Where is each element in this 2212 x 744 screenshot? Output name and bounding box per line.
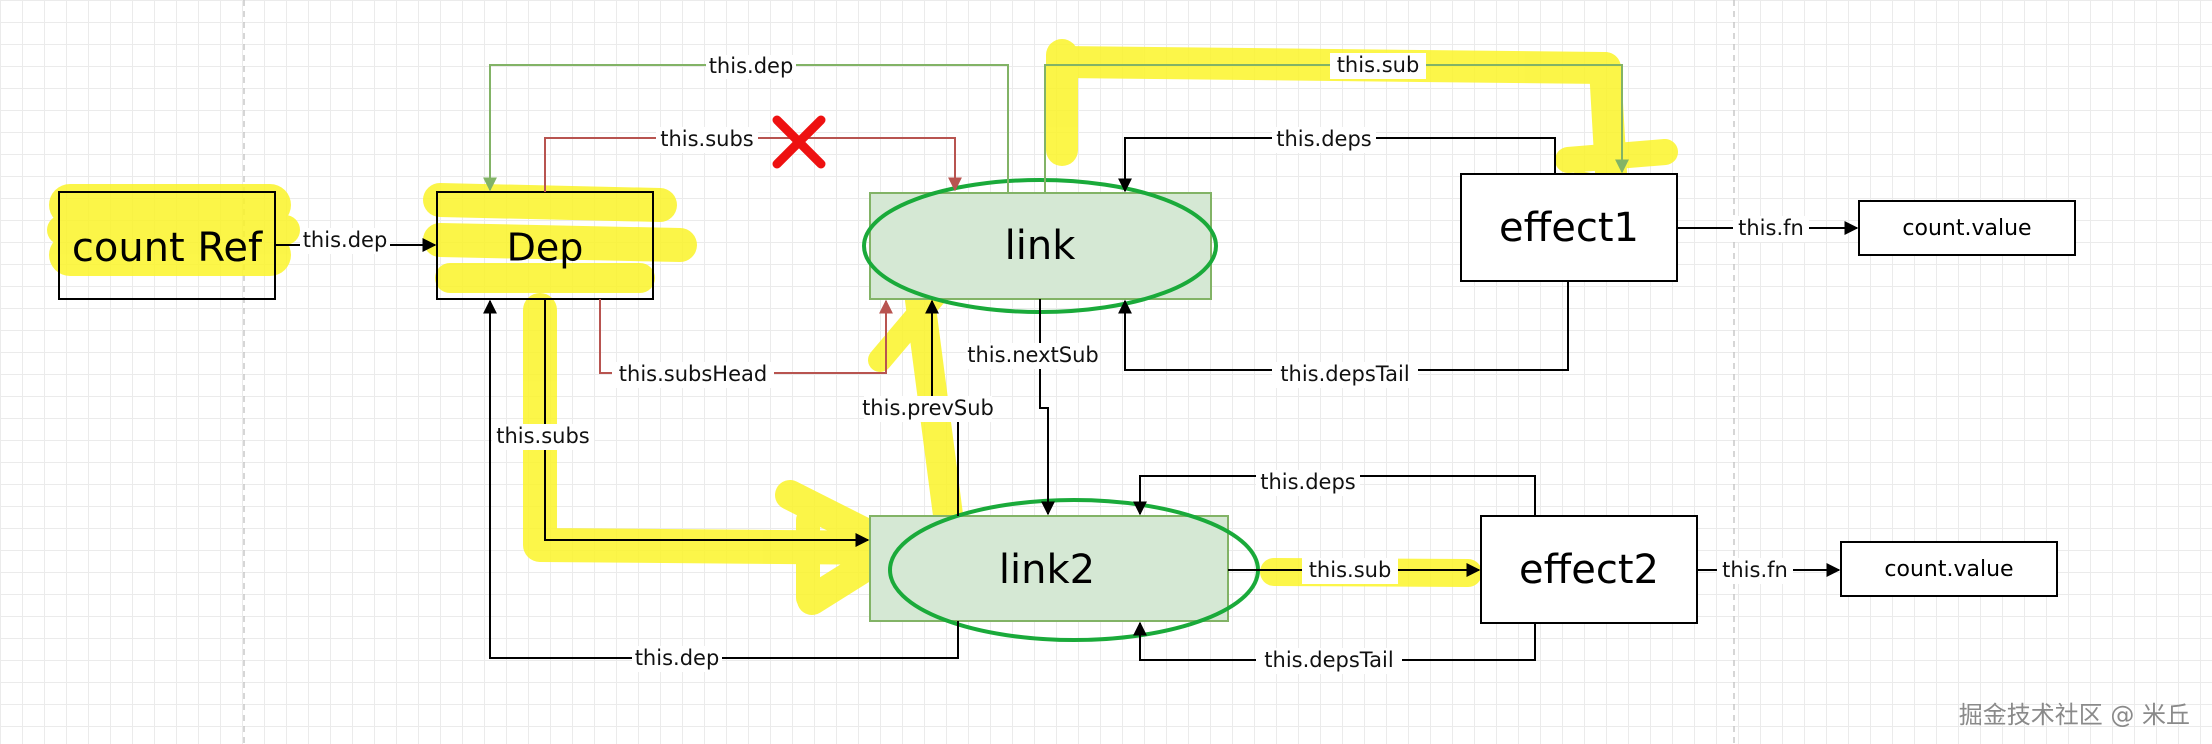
label-link2-dep-bottom: this.dep [635, 646, 720, 670]
label-effect2-deps: this.deps [1260, 470, 1356, 494]
edge-link-next-sub [1039, 299, 1055, 516]
label-link-next-sub: this.nextSub [967, 343, 1099, 367]
label-effect1-fn: this.fn [1738, 216, 1804, 240]
label-ref-to-dep: this.dep [303, 228, 388, 252]
edge-label-backgrounds [300, 53, 1809, 674]
label-dep-subs-left: this.subs [496, 424, 590, 448]
label-dep-subs-top: this.subs [660, 127, 754, 151]
count-ref-label: count Ref [72, 225, 263, 271]
edge-link2-dep-bottom [483, 299, 959, 659]
red-x-icon [772, 115, 826, 169]
label-link-sub-top: this.sub [1337, 53, 1420, 77]
label-effect1-deps-tail: this.depsTail [1280, 362, 1409, 386]
effect1-box [1460, 173, 1678, 282]
edge-labels: this.dep this.dep this.subs this.sub thi… [303, 53, 1804, 672]
label-dep-subs-head: this.subsHead [619, 362, 767, 386]
label-effect1-deps: this.deps [1276, 127, 1372, 151]
label-effect2-deps-tail: this.depsTail [1264, 648, 1393, 672]
effect2-label: effect2 [1519, 547, 1659, 593]
edge-dep-subs-left [544, 299, 870, 547]
label-link2-sub: this.sub [1309, 558, 1392, 582]
count-value-box-1 [1858, 200, 2076, 256]
link2-label: link2 [999, 547, 1095, 593]
label-link2-prev-sub: this.prevSub [862, 396, 994, 420]
label-effect2-fn: this.fn [1722, 558, 1788, 582]
count-value-label-1: count.value [1902, 216, 2031, 241]
highlight-strokes [47, 39, 1678, 615]
count-value-label-2: count.value [1884, 557, 2013, 582]
dep-label: Dep [507, 226, 584, 270]
link-box [869, 192, 1212, 300]
link2-box [869, 515, 1229, 622]
effect1-label: effect1 [1499, 205, 1639, 251]
count-value-box-2 [1840, 541, 2058, 597]
link-label: link [1005, 223, 1077, 269]
label-link-dep-top: this.dep [709, 54, 794, 78]
watermark: 掘金技术社区 @ 米丘 [1958, 701, 2190, 729]
